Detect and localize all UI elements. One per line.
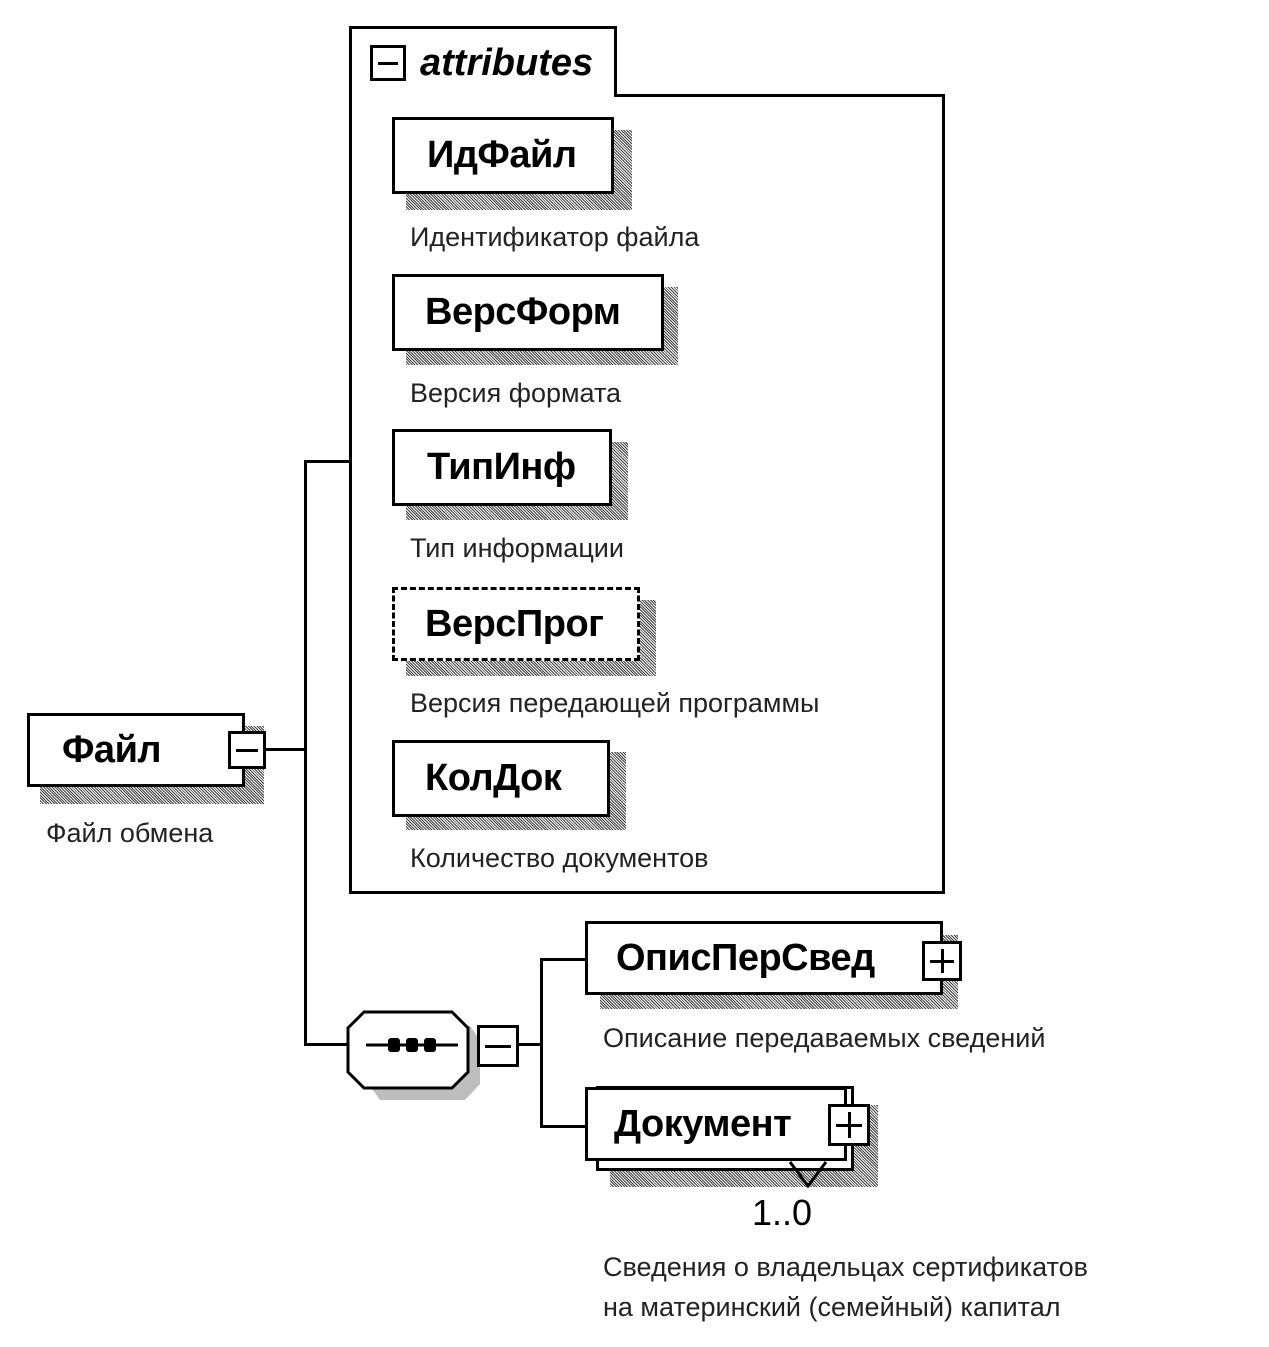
attribute-description: Количество документов (410, 843, 709, 873)
child-element-dokument[interactable]: Документ (585, 1087, 847, 1161)
minus-icon (485, 1044, 511, 1048)
attribute-name: ВерсПрог (425, 602, 604, 645)
child-element-name: ОписПерСвед (616, 936, 875, 979)
child-element-name: Документ (614, 1102, 792, 1145)
child-description-line-1: Сведения о владельцах сертификатов (603, 1252, 1088, 1282)
plus-icon-v (940, 949, 944, 973)
child-expand-toggle[interactable] (922, 941, 962, 981)
connector-trunk (304, 460, 307, 1046)
attribute-tipinf[interactable]: ТипИнф (392, 429, 612, 506)
sequence-icon-dot (406, 1038, 418, 1052)
attributes-label: attributes (420, 41, 594, 84)
connector-root-to-trunk (266, 748, 306, 751)
child-description: Описание передаваемых сведений (603, 1023, 1046, 1053)
connector-to-child-2 (540, 1125, 588, 1128)
root-collapse-toggle[interactable] (228, 731, 266, 769)
attributes-tab-cover (352, 92, 614, 98)
attribute-name: ИдФайл (427, 134, 577, 176)
child-multiplicity: 1..0 (752, 1192, 813, 1233)
connector-to-child-1 (540, 958, 588, 961)
root-description: Файл обмена (46, 818, 214, 848)
attribute-description: Идентификатор файла (410, 222, 700, 252)
attributes-tab: attributes (349, 26, 617, 97)
connector-seq-branch (540, 958, 543, 1128)
connector-to-sequence (304, 1043, 350, 1046)
connector-seq-out (518, 1043, 542, 1046)
multiplicity-marker-icon (788, 1161, 828, 1189)
sequence-collapse-toggle[interactable] (477, 1025, 519, 1067)
root-element-name: Файл (62, 728, 162, 771)
attribute-versform[interactable]: ВерсФорм (392, 274, 664, 351)
sequence-icon-dot (424, 1038, 436, 1052)
connector-to-attributes (304, 460, 352, 463)
attribute-name: ТипИнф (427, 446, 576, 488)
plus-icon-v (847, 1112, 851, 1138)
child-description-line-2: на материнский (семейный) капитал (603, 1292, 1061, 1322)
root-element[interactable]: Файл (27, 713, 245, 787)
attributes-collapse-toggle[interactable] (370, 45, 406, 81)
attribute-name: КолДок (425, 757, 562, 799)
attribute-description: Версия передающей программы (410, 688, 820, 718)
sequence-icon-dot (388, 1038, 400, 1052)
minus-icon (378, 61, 398, 65)
attribute-koldok[interactable]: КолДок (392, 740, 610, 817)
attribute-versprog[interactable]: ВерсПрог (392, 587, 640, 661)
attribute-idfile[interactable]: ИдФайл (392, 117, 614, 194)
attribute-name: ВерсФорм (425, 291, 621, 333)
attributes-group (349, 94, 945, 894)
minus-icon (236, 748, 258, 752)
child-element-opispersved[interactable]: ОписПерСвед (585, 921, 943, 995)
attribute-description: Версия формата (410, 378, 622, 408)
child-expand-toggle[interactable] (828, 1104, 870, 1146)
attribute-description: Тип информации (410, 533, 624, 563)
sequence-compositor[interactable] (340, 996, 480, 1101)
